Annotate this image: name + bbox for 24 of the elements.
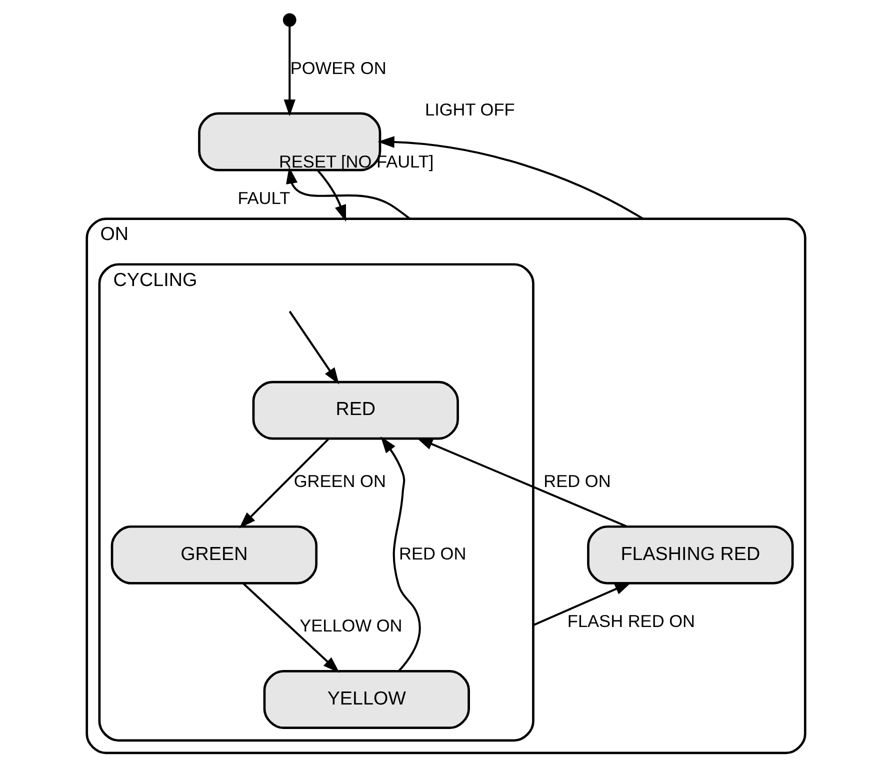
arrow — [242, 583, 340, 673]
arrow — [380, 436, 420, 672]
arrow — [377, 136, 644, 220]
arrow — [283, 25, 295, 116]
edge-label: POWER ON — [290, 58, 386, 78]
edge-label: RED ON — [398, 543, 466, 564]
edge-label: RED ON — [543, 471, 610, 492]
edge-label: RESET [NO FAULT] — [278, 152, 434, 172]
edge-label: FAULT — [237, 188, 290, 208]
node-box: GREEN — [110, 525, 318, 584]
node-box: YELLOW — [262, 670, 470, 729]
arrow — [288, 310, 339, 384]
node-box: RED — [252, 380, 458, 440]
edge-label: YELLOW ON — [299, 616, 402, 636]
node-circle — [282, 13, 296, 27]
arrow — [316, 170, 346, 222]
edge-label: FLASH RED ON — [566, 611, 695, 632]
node-box: FLASHING RED — [586, 525, 794, 584]
edge-label: LIGHT OFF — [424, 99, 514, 120]
arrow — [416, 437, 627, 528]
arrow — [532, 582, 632, 626]
edge-label: GREEN ON — [293, 471, 386, 492]
arrow — [286, 167, 410, 220]
arrow — [238, 438, 329, 528]
